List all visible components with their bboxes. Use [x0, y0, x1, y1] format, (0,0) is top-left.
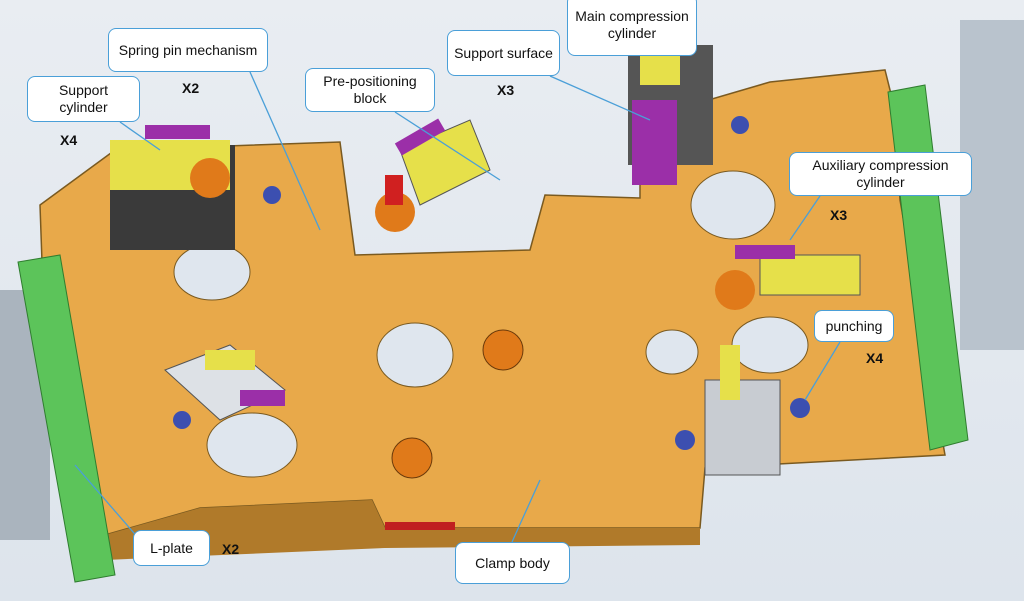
leader-lines [74, 71, 841, 543]
callout-support-cylinder: Support cylinder [27, 76, 140, 122]
red-marker [385, 522, 455, 530]
qty-support-cylinder: X4 [60, 132, 78, 148]
callout-spring-pin: Spring pin mechanism [108, 28, 268, 72]
support-cylinder-assembly [110, 125, 235, 250]
plate-holes [173, 170, 809, 478]
blue-pins [173, 116, 749, 429]
clamp-body-plate [39, 69, 946, 536]
qty-spring-pin: X2 [182, 80, 200, 96]
support-pins [391, 329, 524, 479]
callout-main-compression: Main compression cylinder [567, 0, 697, 56]
qty-aux-compression: X3 [830, 207, 848, 223]
aux-compression-cylinder [715, 245, 861, 310]
pre-positioning-assembly [375, 118, 491, 232]
callout-clamp-body: Clamp body [455, 542, 570, 584]
callout-l-plate: L-plate [133, 530, 210, 566]
qty-l-plate: X2 [222, 541, 240, 557]
callout-support-surface: Support surface [447, 30, 560, 76]
callout-punching: punching [814, 310, 894, 342]
qty-punching: X4 [866, 350, 884, 366]
callout-aux-compression: Auxiliary compression cylinder [789, 152, 972, 196]
l-plate-left [17, 254, 116, 583]
qty-support-surface: X3 [497, 82, 515, 98]
main-compression-cylinder [628, 45, 713, 185]
clamp-assembly-left [164, 344, 286, 421]
punching-assembly [675, 345, 810, 476]
callout-pre-positioning: Pre-positioning block [305, 68, 435, 112]
